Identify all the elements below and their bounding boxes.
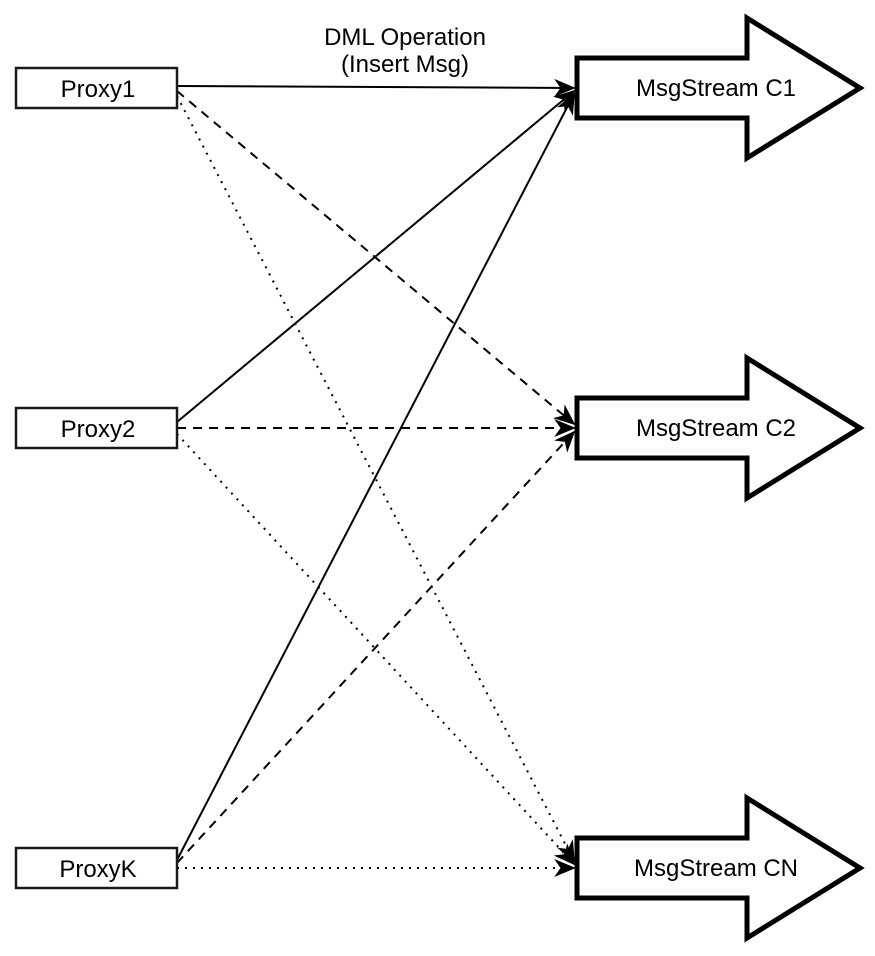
- msgstream-cn-arrow-shape: [574, 793, 865, 943]
- proxy1-box: [14, 66, 179, 110]
- msgstream-cn-label: MsgStream CN: [634, 855, 798, 882]
- edge-label-line2: (Insert Msg): [341, 51, 469, 78]
- proxy2-box: [14, 406, 179, 450]
- proxy2-label: Proxy2: [61, 416, 136, 443]
- proxyk-box: [14, 846, 179, 890]
- msgstream-c2-label: MsgStream C2: [636, 415, 796, 442]
- edge-label-dml-operation: DML Operation (Insert Msg): [324, 24, 486, 78]
- edge-proxyk-msgstream-c2: [176, 430, 576, 864]
- node-msgstream-cn: MsgStream CN: [574, 793, 865, 943]
- edge-layer: [176, 78, 576, 877]
- msgstream-c1-arrow-shape: [574, 13, 865, 163]
- node-msgstream-c2: MsgStream C2: [574, 353, 865, 503]
- msgstream-c1-label: MsgStream C1: [636, 75, 796, 102]
- msgstream-c2-arrow-shape: [574, 353, 865, 503]
- edge-proxy1-msgstream-c1: [176, 78, 576, 97]
- node-proxy2: Proxy2: [14, 406, 179, 450]
- node-proxyk: ProxyK: [14, 846, 179, 890]
- edge-proxy2-msgstream-cn: [176, 433, 576, 866]
- edge-label-line1: DML Operation: [324, 24, 486, 51]
- node-msgstream-c1: MsgStream C1: [574, 13, 865, 163]
- proxyk-label: ProxyK: [59, 856, 136, 883]
- node-proxy1: Proxy1: [14, 66, 179, 110]
- edge-proxy2-msgstream-c1: [176, 89, 576, 423]
- edge-proxyk-msgstream-c1: [176, 92, 575, 861]
- proxy1-label: Proxy1: [61, 76, 136, 103]
